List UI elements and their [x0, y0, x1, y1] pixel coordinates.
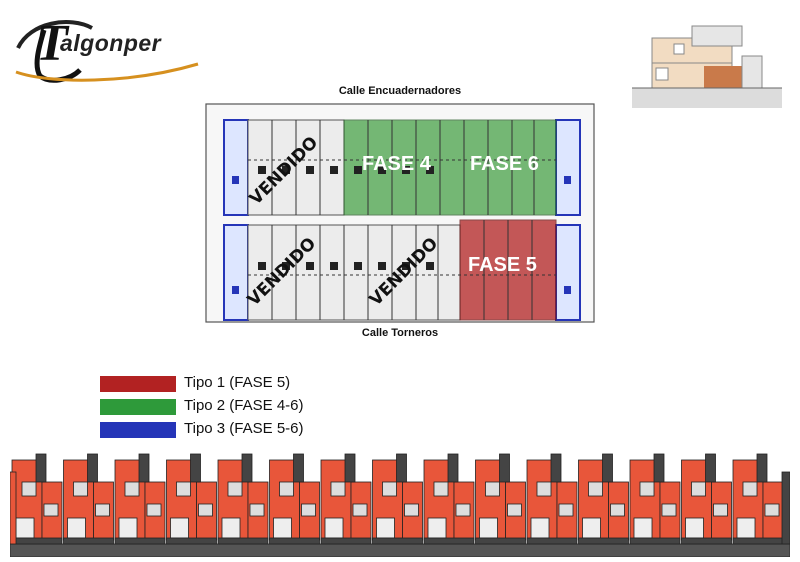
legend-item-tipo-1: Tipo 1 (FASE 5): [100, 373, 360, 393]
phase-label-fase-6: FASE 6: [470, 153, 539, 175]
legend-item-tipo-3: Tipo 3 (FASE 5-6): [100, 419, 360, 439]
legend-label: Tipo 3 (FASE 5-6): [184, 420, 304, 437]
logo-text: algonper: [60, 30, 162, 56]
logo-swoosh-icon: [15, 20, 199, 83]
legend-swatch-blue: [100, 422, 176, 438]
legend-item-tipo-2: Tipo 2 (FASE 4-6): [100, 396, 360, 416]
legend-swatch-red: [100, 376, 176, 392]
legend-swatch-green: [100, 399, 176, 415]
building-section-thumbnail: [632, 16, 782, 113]
legend-label: Tipo 2 (FASE 4-6): [184, 397, 304, 414]
phase-label-fase-5: FASE 5: [468, 254, 537, 276]
street-label-bottom: Calle Torneros: [361, 327, 439, 339]
street-label-top: Calle Encuadernadores: [338, 85, 462, 97]
site-plan: Calle Encuadernadores: [202, 85, 598, 344]
plan-drawing: [205, 103, 595, 323]
building-elevation: [9, 452, 791, 558]
logo-initial: T: [36, 15, 68, 72]
company-logo: algonper T: [10, 10, 210, 84]
legend-label: Tipo 1 (FASE 5): [184, 374, 291, 391]
legend: Tipo 1 (FASE 5) Tipo 2 (FASE 4-6) Tipo 3…: [100, 373, 360, 443]
phase-label-fase-4: FASE 4: [362, 153, 431, 175]
